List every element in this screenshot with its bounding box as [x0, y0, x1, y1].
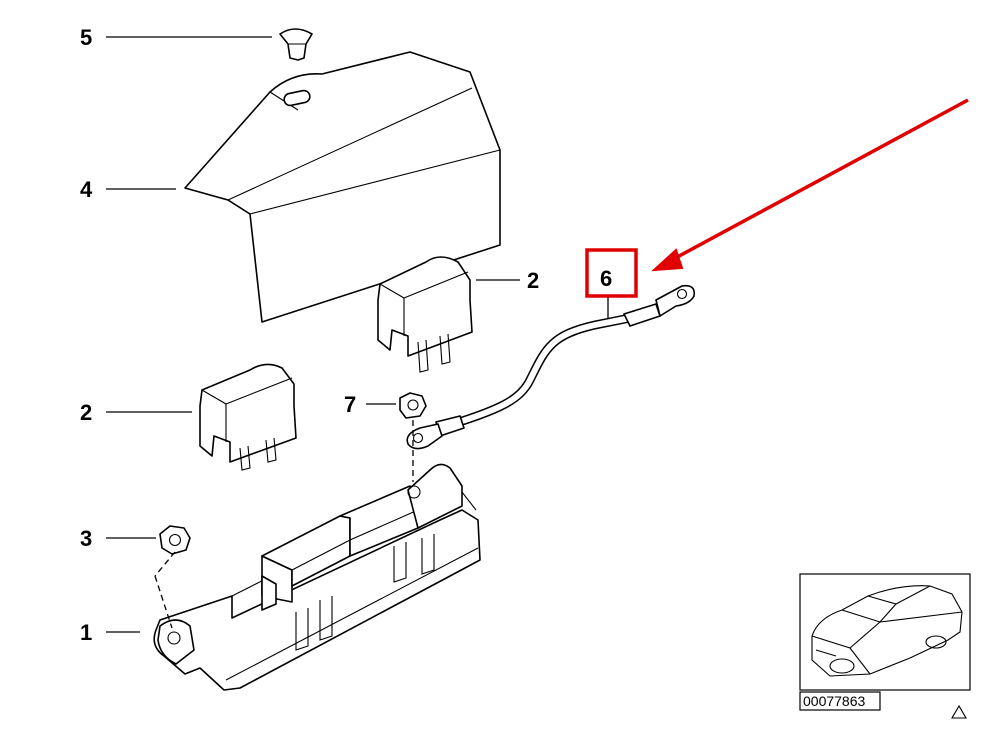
part-bracket-lower — [199, 363, 297, 471]
callout-1: 1 — [80, 620, 92, 645]
highlight-box — [585, 248, 638, 298]
part-bracket-upper — [377, 256, 473, 373]
reference-number: 00077863 — [803, 693, 866, 709]
callout-2-lower: 2 — [80, 400, 92, 425]
callout-3: 3 — [80, 526, 92, 551]
car-thumbnail: 00077863 — [799, 573, 971, 719]
car-thumbnail-icon — [811, 585, 963, 677]
part-nut-3 — [159, 525, 191, 555]
callout-7: 7 — [344, 392, 356, 417]
callout-6: 6 — [600, 266, 612, 291]
part-nut-7 — [399, 392, 427, 419]
part-cable — [406, 284, 696, 450]
highlight-arrow-head — [651, 248, 684, 272]
callouts: 5 4 2 2 7 3 1 6 — [80, 25, 612, 645]
part-clip — [279, 28, 313, 61]
triangle-icon — [951, 704, 967, 719]
highlight-arrow — [667, 98, 969, 264]
callout-4: 4 — [80, 177, 93, 202]
callout-2-upper: 2 — [527, 268, 539, 293]
highlight — [585, 98, 969, 298]
part-cover — [184, 51, 501, 323]
callout-5: 5 — [80, 25, 92, 50]
part-terminal-block — [153, 463, 481, 691]
leader-lines — [106, 36, 609, 633]
